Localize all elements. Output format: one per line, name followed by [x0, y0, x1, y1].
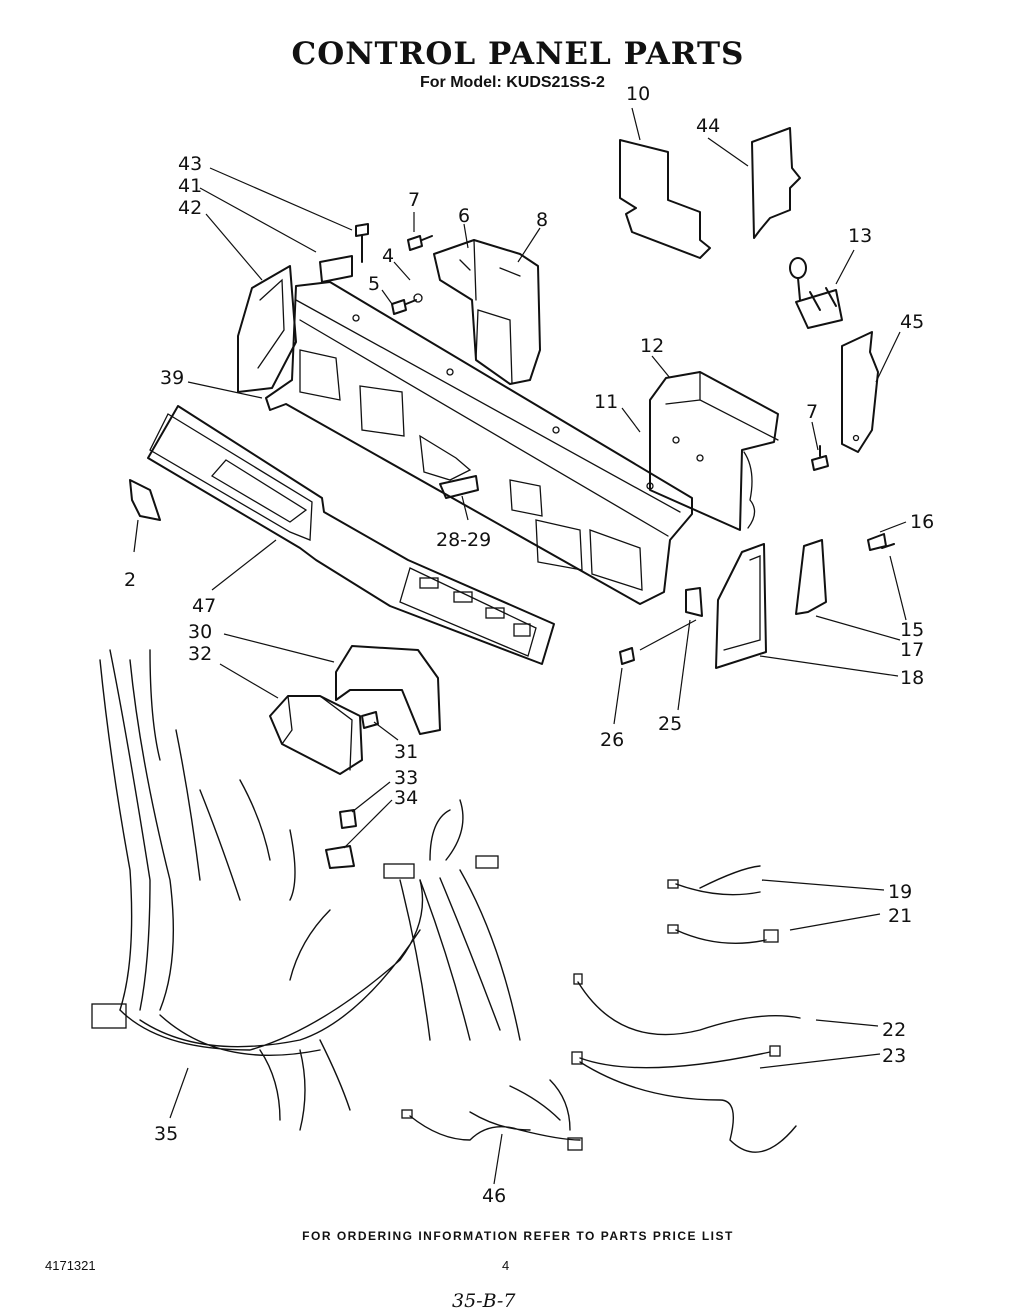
- ordering-note: FOR ORDERING INFORMATION REFER TO PARTS …: [302, 1229, 734, 1243]
- callout-30: 30: [188, 621, 212, 643]
- callout-45: 45: [900, 311, 924, 333]
- callout-34: 34: [394, 787, 418, 809]
- callout-5: 5: [368, 273, 380, 295]
- part-39-control-panel: [265, 281, 693, 605]
- part-26-screw: [619, 647, 635, 665]
- callout-39: 39: [160, 367, 184, 389]
- callout-31: 31: [394, 741, 418, 763]
- page-title: CONTROL PANEL PARTS: [291, 36, 745, 72]
- part-25-bracket: [685, 587, 703, 617]
- callout-8: 8: [536, 209, 548, 231]
- part-35-main-harness: [91, 649, 521, 1131]
- part-33-34-fasteners: [325, 809, 357, 869]
- callout-42: 42: [178, 197, 202, 219]
- part-21-wire: [667, 924, 779, 944]
- part-45-plate: [841, 331, 879, 453]
- callout-32: 32: [188, 643, 212, 665]
- part-30-bracket: [335, 645, 441, 735]
- callout-46: 46: [482, 1185, 506, 1207]
- part-13-switch: [789, 257, 843, 329]
- page-number: 4: [502, 1258, 510, 1273]
- callout-13: 13: [848, 225, 872, 247]
- part-2-clip: [129, 479, 161, 521]
- callout-35: 35: [154, 1123, 178, 1145]
- handwritten-note: 35-B-7: [452, 1290, 516, 1312]
- part-12-module: [649, 371, 779, 531]
- callout-7-right: 7: [806, 401, 818, 423]
- callout-47: 47: [192, 595, 216, 617]
- part-4-5-screws: [391, 235, 433, 315]
- part-23-wire: [571, 1045, 797, 1153]
- part-32-display: [269, 695, 363, 775]
- callout-2: 2: [124, 569, 136, 591]
- callout-7-top: 7: [408, 189, 420, 211]
- callout-33: 33: [394, 767, 418, 789]
- part-19-wire: [667, 865, 761, 896]
- callout-41: 41: [178, 175, 202, 197]
- callout-28-29: 28-29: [436, 529, 491, 551]
- leader-lines: [133, 107, 907, 1185]
- callout-16: 16: [910, 511, 934, 533]
- part-6-8-bracket-assembly: [433, 239, 541, 385]
- callouts: 10 44 13 45 43 41 42 7 6 8 4 5 12 39 11 …: [124, 83, 934, 1207]
- callout-12: 12: [640, 335, 664, 357]
- callout-15: 15: [900, 619, 924, 641]
- model-subtitle: For Model: KUDS21SS-2: [420, 74, 605, 91]
- callout-19: 19: [888, 881, 912, 903]
- callout-23: 23: [882, 1045, 906, 1067]
- part-17-bracket: [795, 539, 827, 615]
- callout-21: 21: [888, 905, 912, 927]
- part-46-wire: [401, 1079, 583, 1151]
- callout-18: 18: [900, 667, 924, 689]
- part-7-screw-right: [811, 445, 829, 471]
- callout-10: 10: [626, 83, 650, 105]
- part-15-16-screws: [867, 533, 895, 551]
- part-43-screw: [355, 223, 369, 263]
- callout-22: 22: [882, 1019, 906, 1041]
- callout-26: 26: [600, 729, 624, 751]
- part-28-29-latch: [439, 475, 479, 499]
- part-31-screw: [361, 711, 379, 729]
- callout-44: 44: [696, 115, 720, 137]
- document-number: 4171321: [45, 1258, 96, 1273]
- part-18-end-cap-right: [715, 543, 767, 669]
- part-44-bracket: [751, 127, 801, 239]
- callout-6: 6: [458, 205, 470, 227]
- part-22-wire: [573, 973, 801, 1036]
- part-41-clip: [319, 255, 353, 283]
- callout-43: 43: [178, 153, 202, 175]
- callout-25: 25: [658, 713, 682, 735]
- callout-11: 11: [594, 391, 618, 413]
- part-42-end-cap-left: [237, 265, 297, 393]
- part-47-overlay-panel: [147, 405, 555, 665]
- part-10-bracket: [619, 139, 711, 259]
- callout-17: 17: [900, 639, 924, 661]
- callout-4: 4: [382, 245, 394, 267]
